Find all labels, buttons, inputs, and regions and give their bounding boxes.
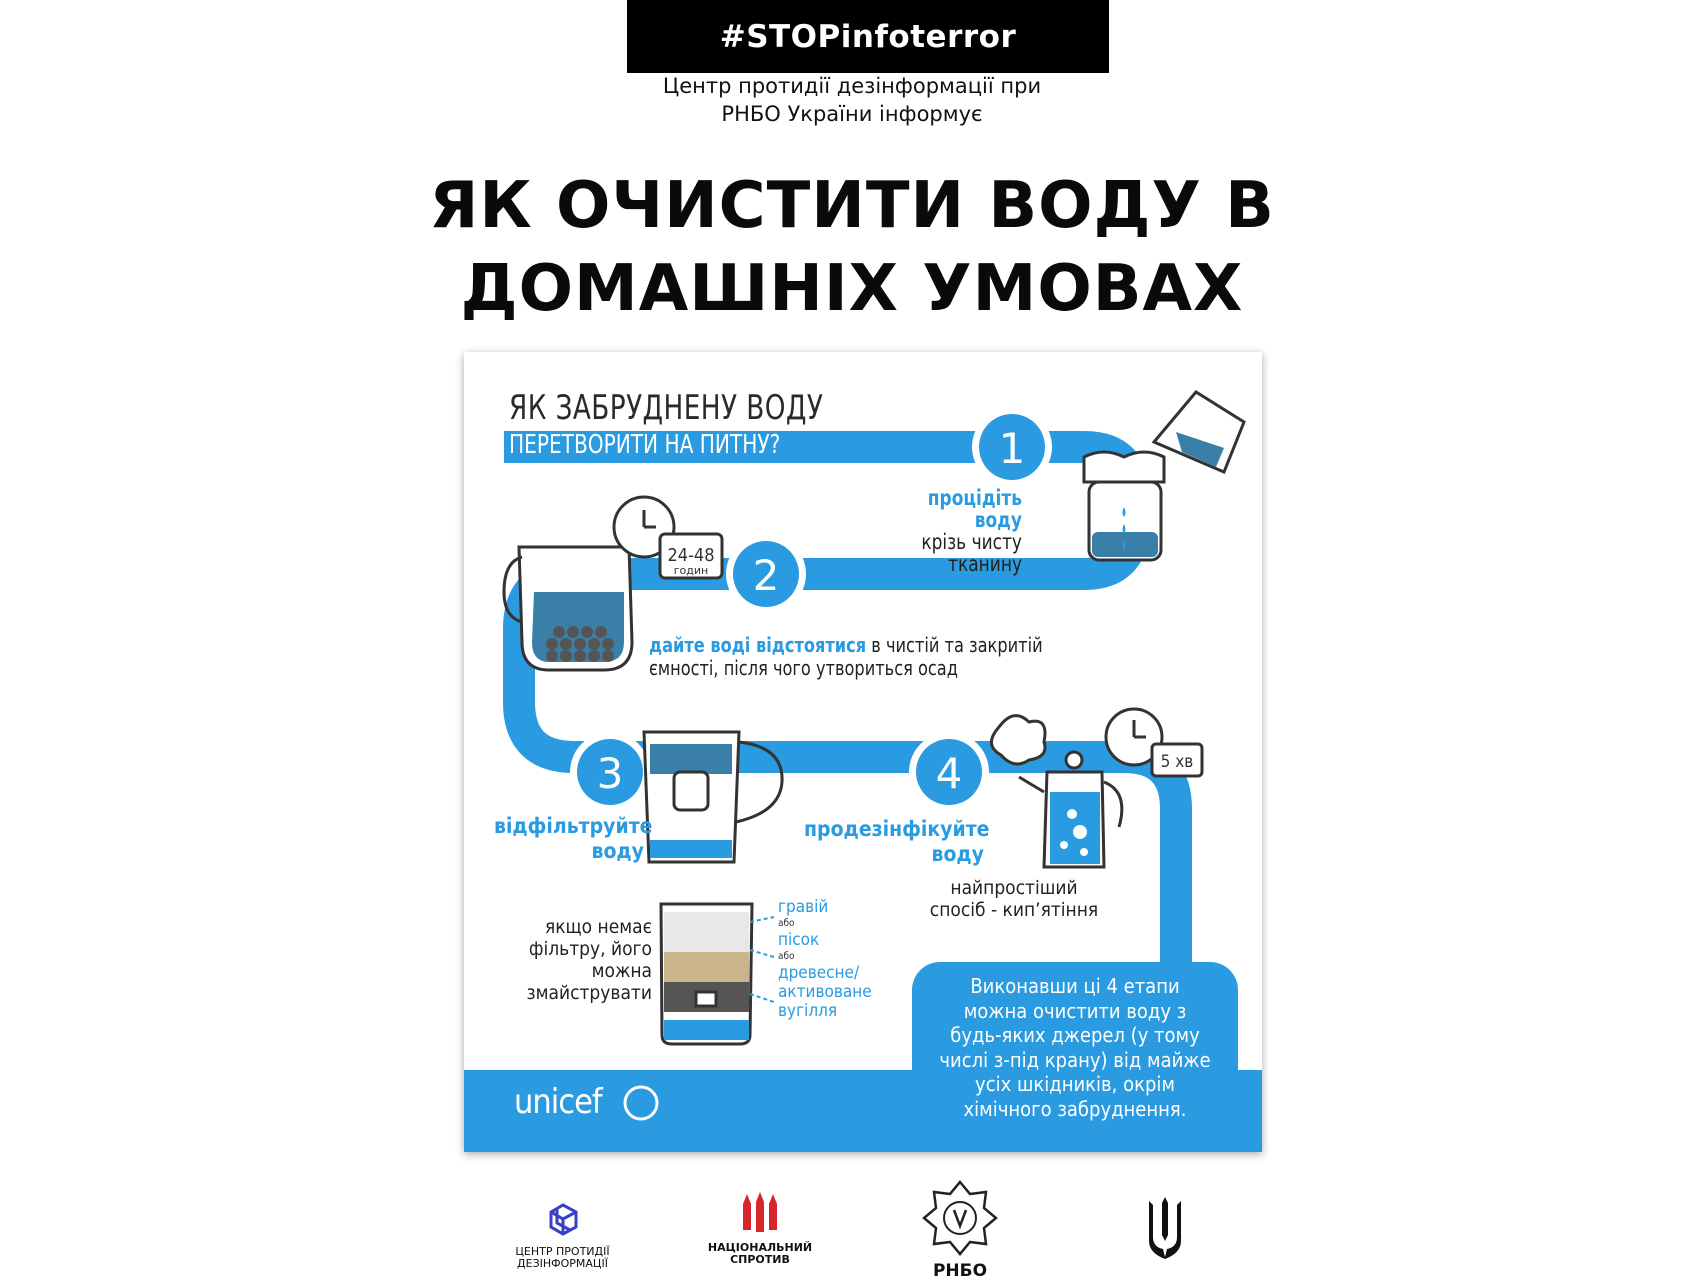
step-4-note: найпростіший спосіб - кип’ятіння xyxy=(914,877,1114,921)
step-3-bold1: відфільтруйте xyxy=(494,814,653,838)
step-4-line1: найпростіший xyxy=(950,877,1078,899)
infographic-card: 1 2 3 4 24-48 xyxy=(464,352,1262,1152)
step-1-text: процідіть воду крізь чисту тканину xyxy=(880,487,1022,575)
timer-unit-2: годин xyxy=(674,564,708,577)
infographic-graphics: 1 2 3 4 24-48 xyxy=(464,390,1262,1152)
subtitle: Центр протидії дезінформації при РНБО Ук… xyxy=(0,72,1704,128)
hashtag: #STOPinfoterror xyxy=(719,18,1017,55)
teapot-icon xyxy=(990,707,1204,869)
page-title: ЯК ОЧИСТИТИ ВОДУ В ДОМАШНІХ УМОВАХ xyxy=(0,165,1704,331)
footer-logo1-line1: ЦЕНТР ПРОТИДІЇ xyxy=(515,1245,610,1258)
footer-logo-rnbo: РНБО xyxy=(915,1178,1005,1280)
timer-icon xyxy=(612,495,724,580)
layer-or-1: або xyxy=(778,918,795,929)
footer-logo1-line2: ДЕЗІНФОРМАЦІЇ xyxy=(517,1257,608,1270)
step-4-bold2: воду xyxy=(931,842,984,866)
unicef-emblem-icon xyxy=(623,1085,659,1121)
step-1-line1: крізь чисту xyxy=(921,530,1022,554)
subtitle-line1: Центр протидії дезінформації при xyxy=(662,74,1042,98)
step-4-line2: спосіб - кип’ятіння xyxy=(929,899,1099,921)
summary-box xyxy=(912,962,1238,1152)
hashtag-banner: #STOPinfoterror xyxy=(627,0,1109,73)
summary-line6: хімічного забруднення. xyxy=(963,1096,1187,1121)
rnbo-emblem-icon xyxy=(922,1180,998,1256)
timer-label-2: 24-48 xyxy=(667,545,714,566)
diy-line1: якщо немає xyxy=(544,916,652,938)
diy-line2: фільтру, його xyxy=(528,938,652,960)
summary-line4: числі з-під крану) від майже xyxy=(939,1047,1211,1072)
footer-logo-cpd: ЦЕНТР ПРОТИДІЇ ДЕЗІНФОРМАЦІЇ xyxy=(495,1200,630,1270)
title-line1: ЯК ОЧИСТИТИ ВОДУ В xyxy=(429,169,1275,243)
unicef-logo: unicef xyxy=(514,1082,603,1122)
summary-line1: Виконавши ці 4 етапи xyxy=(970,974,1180,998)
layer-gravel: гравій xyxy=(778,897,829,917)
step-number-3: 3 xyxy=(597,749,624,798)
step-circle-1: 1 xyxy=(972,407,1052,487)
step-2-text: дайте воді відстоятися в чистій та закри… xyxy=(649,634,1117,680)
step-1-line2: тканину xyxy=(948,552,1022,576)
subtitle-line2: РНБО України інформує xyxy=(721,102,983,126)
layer-leader-lines xyxy=(749,916,775,1003)
step-2-line2: ємності, після чого утвориться осад xyxy=(649,656,958,680)
cube-icon xyxy=(549,1203,577,1236)
layer-charcoal-3: вугілля xyxy=(778,1001,838,1021)
summary-line3: будь-яких джерел (у тому xyxy=(950,1023,1200,1047)
diy-line3: можна xyxy=(591,960,652,982)
step-number-1: 1 xyxy=(999,424,1026,473)
step-circle-3: 3 xyxy=(570,732,650,812)
step-number-2: 2 xyxy=(753,551,780,600)
footer-logo3-label: РНБО xyxy=(932,1261,988,1281)
step-4-text: продезінфікуйте воду xyxy=(804,817,990,867)
diy-filter-text: якщо немає фільтру, його можна змайструв… xyxy=(504,916,653,1004)
trident-coat-of-arms-icon xyxy=(1149,1197,1181,1259)
layer-sand: пісок xyxy=(778,930,820,950)
step-2-line1: в чистій та закритій xyxy=(866,633,1043,657)
diy-filter-layers: гравій або пісок або древесне/ активован… xyxy=(778,898,908,1021)
summary-text: Виконавши ці 4 етапи можна очистити воду… xyxy=(914,974,1236,1121)
summary-line5: усіх шкідників, окрім xyxy=(975,1072,1175,1096)
infographic-heading-1: ЯК ЗАБРУДНЕНУ ВОДУ xyxy=(509,388,824,428)
infographic-heading-2: ПЕРЕТВОРИТИ НА ПИТНУ? xyxy=(509,430,781,460)
kettle-icon xyxy=(502,545,634,672)
timer-label-4: 5 хв xyxy=(1161,752,1194,772)
layer-or-2: або xyxy=(778,951,795,962)
tridents-icon xyxy=(743,1192,777,1232)
step-4-bold1: продезінфікуйте xyxy=(804,817,990,841)
footer-logo2-line1: НАЦІОНАЛЬНИЙ xyxy=(707,1241,813,1254)
footer-logo-resistance: НАЦІОНАЛЬНИЙ СПРОТИВ xyxy=(700,1190,820,1266)
step-circle-4: 4 xyxy=(909,732,989,812)
footer-logo2-line2: СПРОТИВ xyxy=(730,1253,790,1266)
step-1-bold: процідіть воду xyxy=(927,486,1022,532)
step-2-bold: дайте воді відстоятися xyxy=(649,633,867,657)
step-circle-2: 2 xyxy=(726,534,806,614)
layer-charcoal-2: активоване xyxy=(778,982,872,1002)
jar-icon xyxy=(1082,390,1246,562)
step-number-4: 4 xyxy=(936,749,963,798)
layer-charcoal-1: древесне/ xyxy=(778,963,860,983)
filter-pitcher-icon xyxy=(642,730,784,864)
footer-logo-tryzub xyxy=(1140,1195,1190,1265)
diy-filter-icon xyxy=(659,902,754,1046)
step-3-bold2: воду xyxy=(591,839,644,863)
summary-line2: можна очистити воду з xyxy=(963,998,1187,1023)
step-3-text: відфільтруйте воду xyxy=(494,814,653,864)
title-line2: ДОМАШНІХ УМОВАХ xyxy=(460,252,1244,326)
diy-line4: змайструвати xyxy=(526,982,653,1004)
